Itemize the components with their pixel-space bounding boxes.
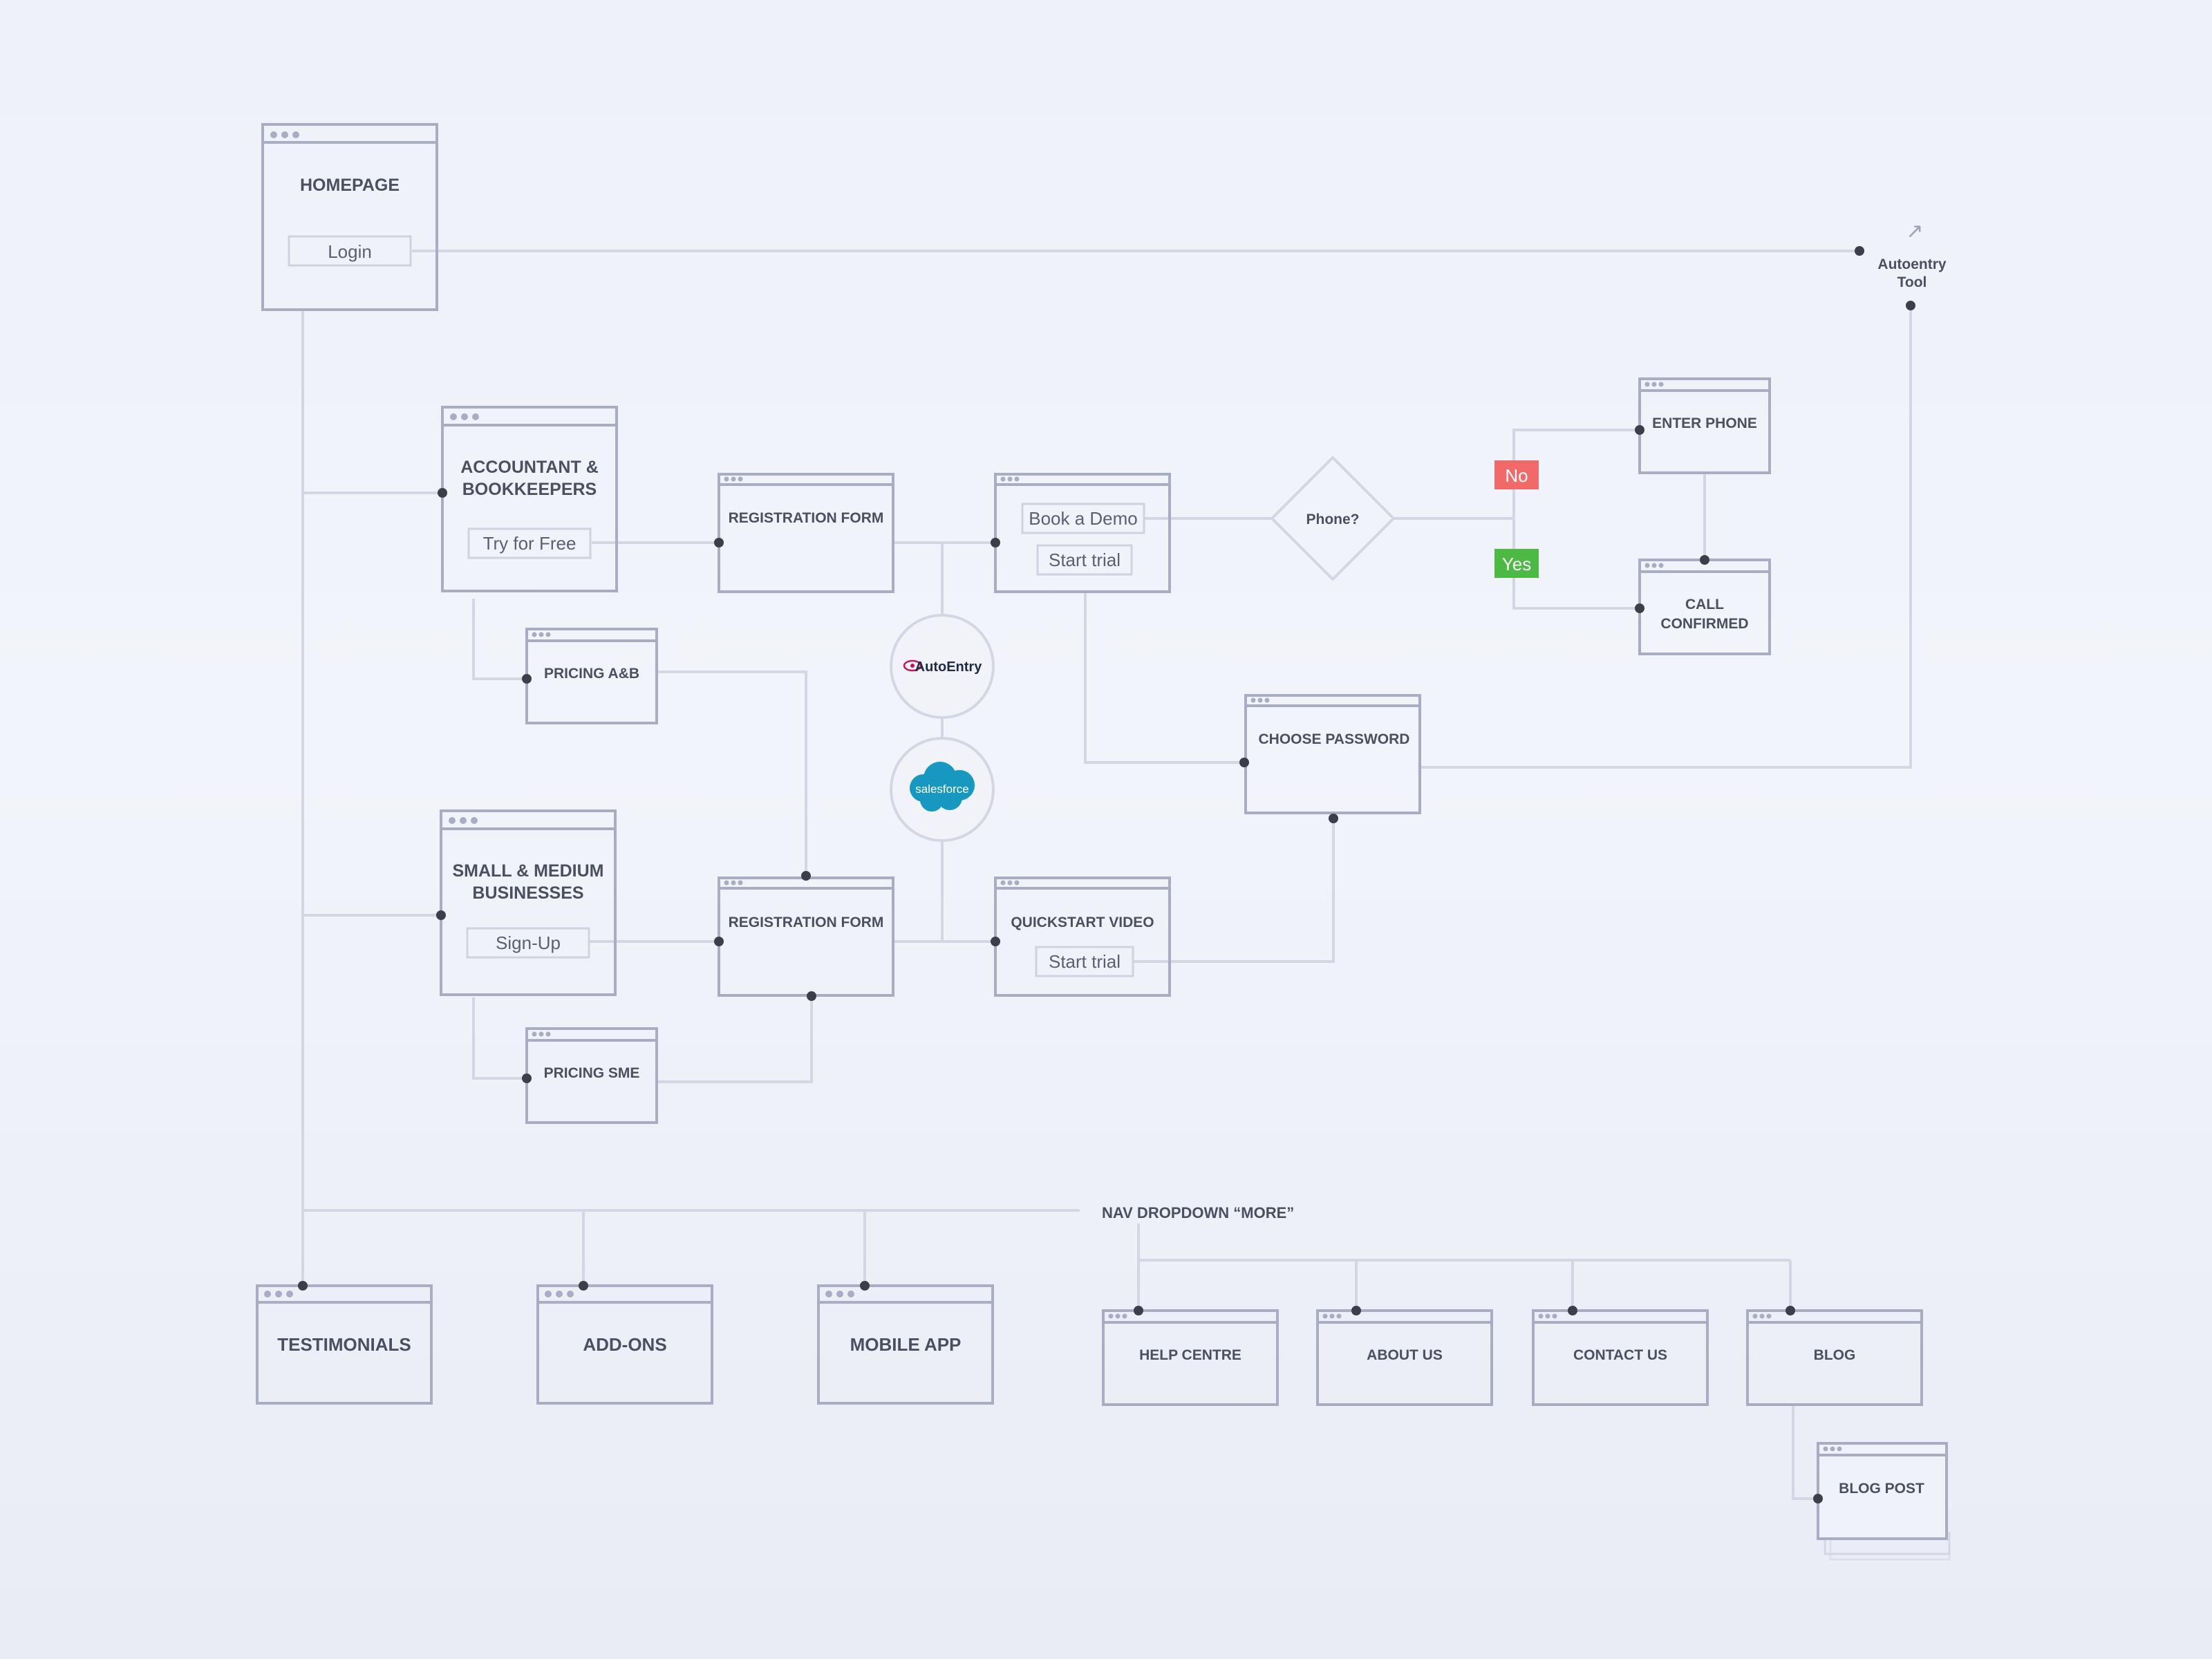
start-trial-top-label: Start trial xyxy=(1049,550,1121,570)
node-registration-form-top: REGISTRATION FORM xyxy=(718,473,894,593)
salesforce-logo-text: salesforce xyxy=(915,782,968,796)
node-pricing-sme: PRICING SME xyxy=(525,1027,658,1124)
accountant-title-line2: BOOKKEEPERS xyxy=(462,480,597,499)
autoentry-tool-line2: Tool xyxy=(1897,274,1927,290)
try-for-free-button[interactable]: Try for Free xyxy=(467,527,592,559)
sign-up-label: Sign-Up xyxy=(496,932,561,953)
mobile-app-title: MOBILE APP xyxy=(850,1334,962,1355)
node-help-centre: HELP CENTRE xyxy=(1102,1309,1279,1406)
login-label: Login xyxy=(328,241,372,262)
node-testimonials: TESTIMONIALS xyxy=(256,1284,433,1405)
yes-badge: Yes xyxy=(1494,549,1539,578)
node-add-ons: ADD-ONS xyxy=(536,1284,713,1405)
call-confirmed-title-line1: CALL xyxy=(1685,597,1724,612)
node-contact-us: CONTACT US xyxy=(1532,1309,1709,1406)
help-centre-title: HELP CENTRE xyxy=(1139,1347,1241,1363)
homepage-title: HOMEPAGE xyxy=(300,176,400,195)
registration-form-bottom-title: REGISTRATION FORM xyxy=(729,915,884,930)
connection-dots xyxy=(298,246,1915,1503)
node-pricing-ab: PRICING A&B xyxy=(525,628,658,724)
salesforce-cloud-icon xyxy=(910,762,975,812)
node-mobile-app: MOBILE APP xyxy=(817,1284,994,1405)
eye-icon xyxy=(903,659,922,672)
call-confirmed-title-line2: CONFIRMED xyxy=(1660,616,1748,632)
yes-label: Yes xyxy=(1502,554,1531,574)
node-about-us: ABOUT US xyxy=(1316,1309,1493,1406)
contact-us-title: CONTACT US xyxy=(1573,1347,1667,1363)
node-enter-phone: ENTER PHONE xyxy=(1638,377,1771,474)
connectors xyxy=(301,250,1912,1500)
pricing-ab-title: PRICING A&B xyxy=(544,666,639,682)
blog-post-title: BLOG POST xyxy=(1839,1481,1924,1497)
no-badge: No xyxy=(1494,460,1539,489)
phone-decision-label: Phone? xyxy=(1306,512,1360,527)
autoentry-tool: ↗ Autoentry Tool xyxy=(1877,219,1946,290)
decision-phone: Phone? xyxy=(1270,456,1396,581)
enter-phone-title: ENTER PHONE xyxy=(1652,415,1757,431)
node-call-confirmed: CALL CONFIRMED xyxy=(1638,559,1771,655)
testimonials-title: TESTIMONIALS xyxy=(277,1334,411,1355)
sign-up-button[interactable]: Sign-Up xyxy=(466,927,590,959)
start-trial-top-button[interactable]: Start trial xyxy=(1036,544,1133,576)
start-trial-bottom-button[interactable]: Start trial xyxy=(1035,946,1134,977)
nav-dropdown-more-label: NAV DROPDOWN “MORE” xyxy=(1102,1204,1294,1221)
registration-form-top-title: REGISTRATION FORM xyxy=(729,510,884,526)
salesforce-logo: salesforce xyxy=(890,737,995,842)
quickstart-video-title: QUICKSTART VIDEO xyxy=(1011,915,1154,930)
about-us-title: ABOUT US xyxy=(1367,1347,1443,1363)
node-choose-password: CHOOSE PASSWORD xyxy=(1244,694,1421,814)
pricing-sme-title: PRICING SME xyxy=(544,1065,640,1081)
start-trial-bottom-label: Start trial xyxy=(1049,951,1121,972)
node-homepage: HOMEPAGE Login xyxy=(261,123,438,311)
autoentry-logo-text: AutoEntry xyxy=(915,659,983,675)
node-blog: BLOG xyxy=(1746,1309,1923,1406)
node-demo-trial: Book a Demo Start trial xyxy=(994,473,1171,593)
autoentry-tool-line1: Autoentry xyxy=(1877,256,1946,272)
node-registration-form-bottom: REGISTRATION FORM xyxy=(718,877,894,997)
node-small-medium-businesses: SMALL & MEDIUM BUSINESSES Sign-Up xyxy=(440,809,617,996)
autoentry-logo: AutoEntry xyxy=(890,614,995,719)
login-button[interactable]: Login xyxy=(288,235,412,267)
small-medium-title-line1: SMALL & MEDIUM xyxy=(453,861,604,881)
external-link-icon: ↗ xyxy=(1906,219,1923,243)
blog-title: BLOG xyxy=(1814,1347,1856,1363)
book-a-demo-label: Book a Demo xyxy=(1029,508,1138,529)
book-a-demo-button[interactable]: Book a Demo xyxy=(1021,503,1145,534)
node-blog-post: BLOG POST xyxy=(1817,1442,1951,1561)
try-for-free-label: Try for Free xyxy=(483,533,577,554)
choose-password-title: CHOOSE PASSWORD xyxy=(1259,731,1410,747)
accountant-title-line1: ACCOUNTANT & xyxy=(460,458,599,477)
add-ons-title: ADD-ONS xyxy=(583,1334,666,1355)
node-accountant-bookkeepers: ACCOUNTANT & BOOKKEEPERS Try for Free xyxy=(441,406,618,592)
small-medium-title-line2: BUSINESSES xyxy=(472,883,583,903)
no-label: No xyxy=(1505,465,1528,486)
node-quickstart-video: QUICKSTART VIDEO Start trial xyxy=(994,877,1171,997)
